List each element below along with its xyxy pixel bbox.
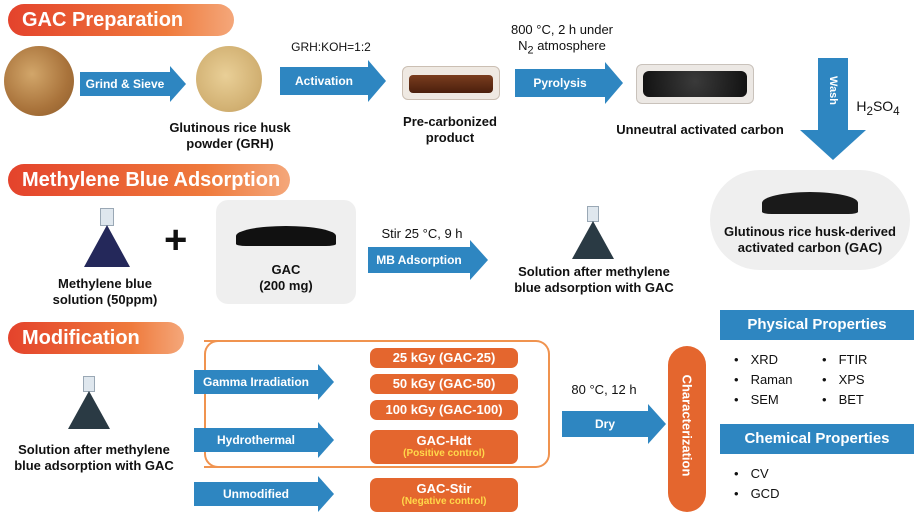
prop-xrd: XRD [734,352,778,367]
h2so4-sub2: 4 [893,104,900,118]
gac-200mg-image [236,226,336,246]
box-gac-hdt-title: GAC-Hdt [416,433,472,448]
wash-arrow: Wash [800,58,866,162]
mod-solution-line1: Solution after methylene [18,442,170,457]
grh-label-line2: powder (GRH) [186,136,274,152]
box-gac-50: 50 kGy (GAC-50) [370,374,518,394]
gac-pile-image [762,192,858,214]
prop-gcd: GCD [734,486,780,501]
grind-sieve-arrow: Grind & Sieve [80,66,186,102]
prop-bet: BET [822,392,864,407]
grind-sieve-label: Grind & Sieve [85,77,165,91]
ratio-label: GRH:KOH=1:2 [291,40,371,54]
n2-n: N [518,38,528,54]
pyrolysis-condition-line1: 800 °C, 2 h under [510,22,614,37]
after-adsorption-flask-image [572,206,614,262]
hydrothermal-arrow: Hydrothermal [194,422,334,458]
mod-flask-image [68,376,110,432]
stir-condition: Stir 25 °C, 9 h [381,226,463,241]
gac-final-line1: Glutinous rice husk-derived [724,224,896,239]
pyrolysis-label: Pyrolysis [533,76,587,90]
chemical-properties-title: Chemical Properties [720,424,914,454]
box-gac-stir-sub: (Negative control) [401,496,487,507]
gac-200mg-label: GAC (200 mg) [216,262,356,295]
box-gac-hdt-sub: (Positive control) [403,448,485,459]
pyrolysis-arrow: Pyrolysis [515,62,623,104]
mb-flask-image [84,208,130,270]
dry-label: Dry [594,417,615,431]
prop-ftir: FTIR [822,352,868,367]
precarbonized-tray-image [402,66,500,100]
section-title-text: Modification [22,327,140,349]
grh-label-line1: Glutinous rice husk [169,120,291,135]
section-title-mb-adsorption: Methylene Blue Adsorption [8,164,290,196]
gac-200mg-line2: (200 mg) [259,278,313,294]
section-title-modification: Modification [8,322,184,354]
gac-200mg-box: GAC (200 mg) [216,200,356,304]
gamma-irradiation-label: Gamma Irradiation [202,375,310,389]
after-adsorption-label: Solution after methylene blue adsorption… [494,264,694,297]
modification-bracket-left [204,340,224,468]
mod-solution-line2: blue adsorption with GAC [14,458,174,474]
grh-label: Glutinous rice husk powder (GRH) [150,120,310,153]
precarbonized-label-line1: Pre-carbonized [403,114,497,129]
after-adsorption-line1: Solution after methylene [518,264,670,279]
rice-husk-image [4,46,74,116]
prop-sem: SEM [734,392,779,407]
section-title-text: GAC Preparation [22,9,184,31]
mb-adsorption-arrow: MB Adsorption [368,240,488,280]
prop-xps: XPS [822,372,865,387]
grh-powder-image [196,46,262,112]
unmodified-label: Unmodified [223,487,289,501]
gac-final-label: Glutinous rice husk-derived activated ca… [710,224,910,257]
gac-final-line2: activated carbon (GAC) [737,240,883,256]
box-gac-25: 25 kGy (GAC-25) [370,348,518,368]
gamma-irradiation-arrow: Gamma Irradiation [194,364,334,400]
unmodified-arrow: Unmodified [194,476,334,512]
hydrothermal-label: Hydrothermal [216,433,296,447]
gac-200mg-line1: GAC [271,262,301,277]
prop-cv: CV [734,466,769,481]
box-gac-stir: GAC-Stir (Negative control) [370,478,518,512]
mb-solution-line1: Methylene blue [58,276,152,291]
unneutral-label: Unneutral activated carbon [616,122,784,137]
activation-arrow: Activation [280,60,386,102]
after-adsorption-line2: blue adsorption with GAC [514,280,674,296]
h2so4-h: H [856,98,867,114]
gac-final-box: Glutinous rice husk-derived activated ca… [710,170,910,270]
mb-solution-label: Methylene blue solution (50ppm) [30,276,180,309]
wash-label: Wash [827,76,839,105]
h2so4-sub1: 2 [866,104,873,118]
box-gac-hdt: GAC-Hdt (Positive control) [370,430,518,464]
precarbonized-label: Pre-carbonized product [390,114,510,147]
h2so4-label: H2SO4 [848,98,908,119]
box-gac-100: 100 kGy (GAC-100) [370,400,518,420]
section-title-gac-preparation: GAC Preparation [8,4,234,36]
box-gac-stir-title: GAC-Stir [416,481,472,496]
n2-sub: 2 [527,44,534,57]
activation-label: Activation [294,74,353,88]
mb-adsorption-label: MB Adsorption [376,253,462,267]
precarbonized-label-line2: product [425,130,475,146]
dry-condition: 80 °C, 12 h [571,382,637,397]
modification-bracket [204,340,550,468]
characterization-label: Characterization [679,374,695,477]
section-title-text: Methylene Blue Adsorption [22,169,281,191]
prop-raman: Raman [734,372,793,387]
n2-rest: atmosphere [533,38,606,54]
characterization-pill: Characterization [668,346,706,512]
unneutral-carbon-tray-image [636,64,754,104]
dry-arrow: Dry [562,404,666,444]
mb-solution-line2: solution (50ppm) [52,292,158,308]
pyrolysis-condition: 800 °C, 2 h under N2 atmosphere [502,22,622,58]
h2so4-so: SO [872,98,894,114]
physical-properties-title: Physical Properties [720,310,914,340]
mod-solution-label: Solution after methylene blue adsorption… [4,442,184,475]
plus-sign: + [164,218,188,262]
